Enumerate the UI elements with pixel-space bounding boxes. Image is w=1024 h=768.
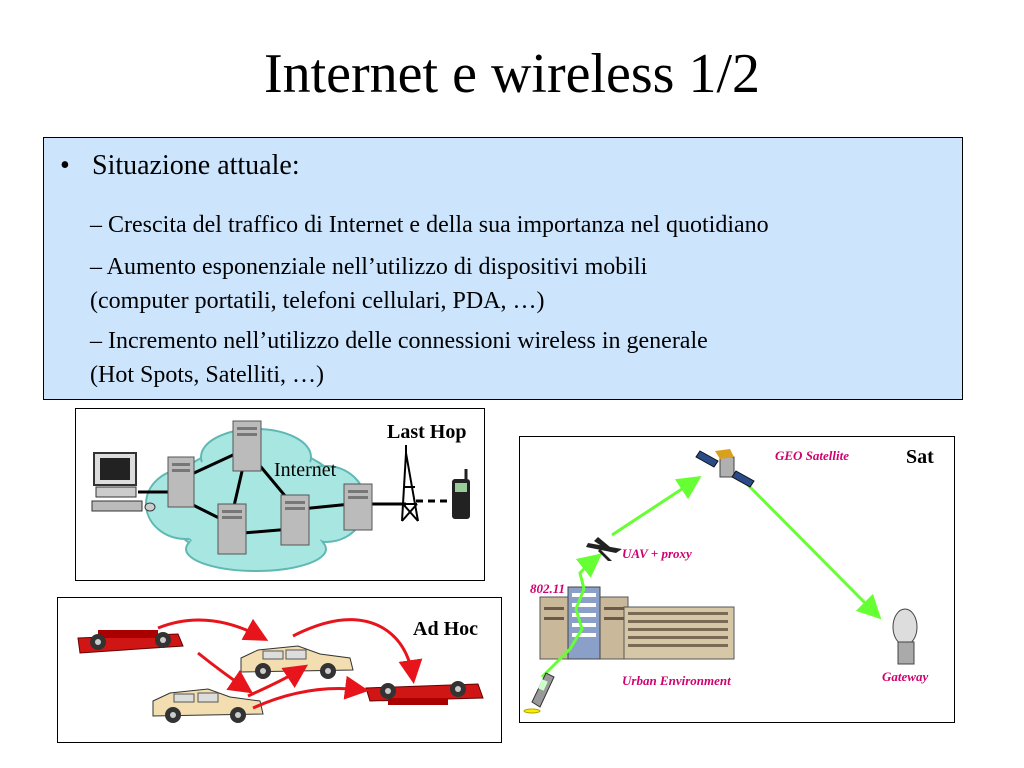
content-box: • Situazione attuale: – Crescita del tra… xyxy=(43,137,963,400)
gateway-dish-icon xyxy=(892,608,918,665)
computer-icon xyxy=(91,452,156,512)
sat-arrows xyxy=(540,476,882,679)
uav-label: UAV + proxy xyxy=(622,546,692,561)
satellite-icon xyxy=(695,449,755,488)
geo-satellite-label: GEO Satellite xyxy=(775,448,849,463)
internet-label: Internet xyxy=(274,459,337,481)
sub-item-mobile: – Aumento esponenziale nell’utilizzo di … xyxy=(90,254,648,280)
sub-item-mobile-detail: (computer portatili, telefoni cellulari,… xyxy=(90,288,545,314)
last-hop-label: Last Hop xyxy=(387,421,467,443)
server-icon xyxy=(167,456,195,508)
last-hop-panel: Last Hop Internet xyxy=(75,408,485,581)
red-car-icon xyxy=(77,630,184,654)
sat-panel: GEO Satellite UAV + proxy 802.11 Urban E… xyxy=(519,436,955,723)
building-icon xyxy=(623,606,735,660)
sub-item-wireless-detail: (Hot Spots, Satelliti, …) xyxy=(90,362,324,388)
cell-phone-icon xyxy=(452,469,470,519)
wifi-label: 802.11 xyxy=(530,581,565,596)
sat-diagram: GEO Satellite UAV + proxy 802.11 Urban E… xyxy=(523,448,928,714)
slide-title: Internet e wireless 1/2 xyxy=(263,43,761,105)
beige-car-icon xyxy=(240,645,354,679)
ad-hoc-label: Ad Hoc xyxy=(413,618,478,640)
sat-label: Sat xyxy=(906,446,934,468)
sub-item-traffic: – Crescita del traffico di Internet e de… xyxy=(90,212,769,238)
ad-hoc-arrows xyxy=(157,618,423,710)
gateway-label: Gateway xyxy=(882,669,928,684)
sub-item-wireless: – Incremento nell’utilizzo delle conness… xyxy=(90,328,708,354)
main-bullet-text: Situazione attuale: xyxy=(92,150,300,181)
server-icon xyxy=(217,503,247,555)
ad-hoc-panel: Ad Hoc xyxy=(57,597,502,743)
handheld-device-icon xyxy=(523,672,555,714)
building-icon xyxy=(539,586,629,660)
beige-car-icon xyxy=(152,688,264,723)
server-icon xyxy=(343,483,373,531)
last-hop-diagram xyxy=(91,420,470,572)
server-icon xyxy=(232,420,262,472)
airplane-icon xyxy=(586,537,622,561)
bullet-symbol: • xyxy=(60,150,70,181)
ad-hoc-diagram xyxy=(77,618,484,723)
red-car-icon xyxy=(365,681,484,705)
urban-environment-label: Urban Environment xyxy=(622,673,731,688)
server-icon xyxy=(280,494,310,546)
antenna-tower-icon xyxy=(401,445,419,522)
